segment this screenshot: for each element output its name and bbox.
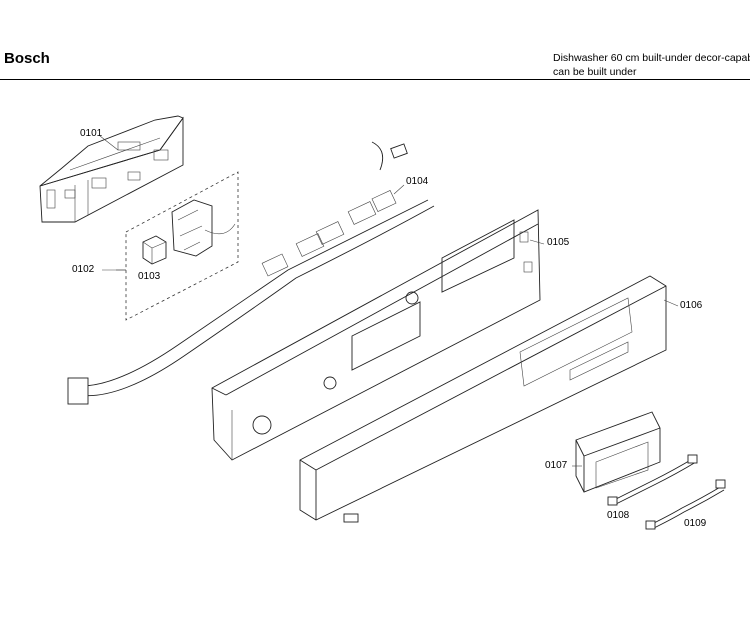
part-label-0108: 0108 [607, 510, 630, 521]
part-label-0107: 0107 [545, 460, 568, 471]
part-0108-cable[interactable] [607, 454, 698, 506]
leader-lines [99, 135, 679, 467]
part-label-0102: 0102 [72, 264, 95, 275]
part-label-0101: 0101 [80, 128, 103, 139]
part-label-0106: 0106 [680, 300, 703, 311]
part-0104-wire-harness[interactable] [67, 141, 435, 405]
part-label-0105: 0105 [547, 237, 570, 248]
part-0101-control-module[interactable] [39, 115, 184, 223]
part-label-0104: 0104 [406, 176, 429, 187]
part-label-0103: 0103 [138, 271, 161, 282]
part-0105-control-panel-frame[interactable] [211, 209, 541, 461]
part-0106-fascia-panel[interactable] [299, 275, 667, 523]
diagram-title-line-2: can be built under [553, 66, 637, 78]
part-0103-relay[interactable] [142, 235, 167, 265]
part-0107-display-module[interactable] [575, 411, 661, 493]
brand-name: Bosch [4, 50, 50, 67]
part-label-0109: 0109 [684, 518, 707, 529]
part-0109-cable[interactable] [645, 479, 726, 530]
header-divider [0, 79, 750, 80]
diagram-title-line-1: Dishwasher 60 cm built-under decor-capab [553, 52, 750, 64]
part-0102-relay-assembly[interactable] [116, 171, 239, 321]
